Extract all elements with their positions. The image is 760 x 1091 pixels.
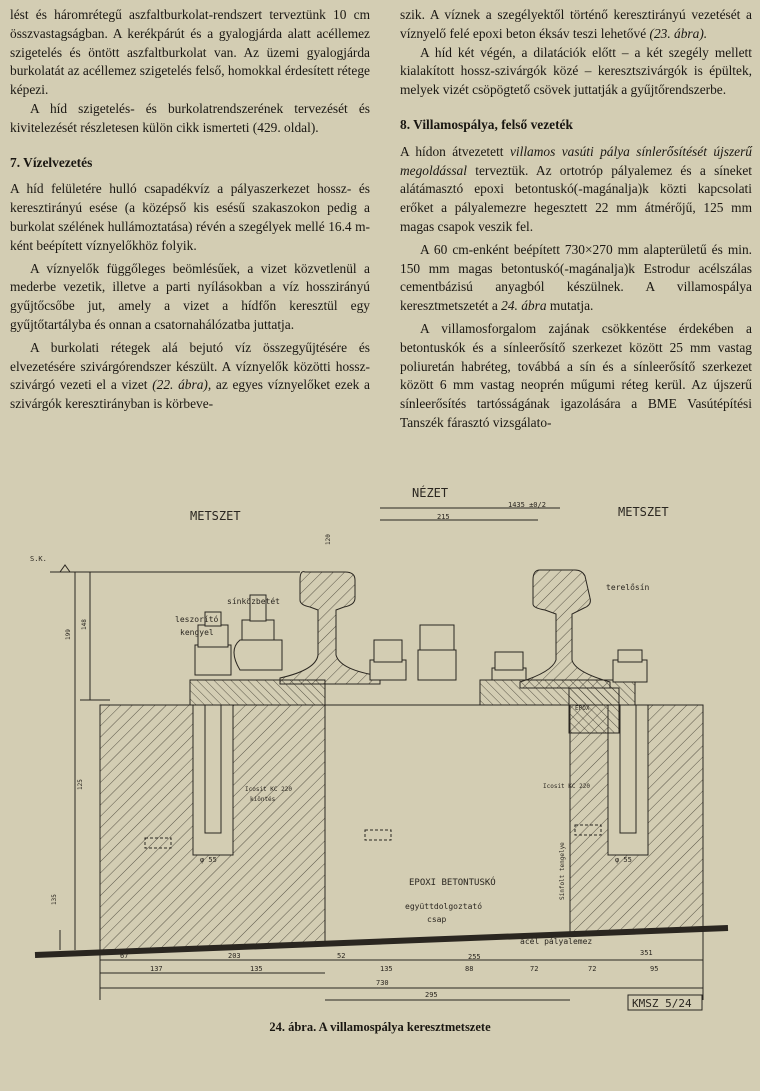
left-rail — [279, 571, 381, 685]
paragraph: A híd két végén, a dilatációk előtt – a … — [400, 44, 752, 98]
figure-reference: 24. ábra — [501, 298, 547, 314]
label-d55-left: φ 55 — [200, 856, 217, 864]
left-column: lést és háromrétegű aszfaltburkolat-rend… — [10, 6, 370, 414]
text: mutatja. — [546, 298, 594, 314]
dim-label: 199 — [65, 629, 72, 640]
bolt — [369, 639, 407, 681]
dim-label: 88 — [465, 965, 473, 973]
dim-label: 137 — [150, 965, 163, 973]
label-leszorito: leszorító — [175, 614, 219, 624]
dim-label: 135 — [380, 965, 393, 973]
text: A burkolati rétegek alá bejutó víz össze… — [10, 339, 370, 393]
dim-label: 125 — [77, 779, 84, 790]
bolt — [491, 651, 527, 681]
paragraph: szik. A víznek a szegélyektől történő ke… — [400, 6, 752, 44]
label-terelosin: terelősín — [606, 583, 650, 592]
label-csap2: csap — [427, 915, 446, 924]
label-epox: EPOX — [575, 705, 590, 712]
figure-reference: (22. ábra), — [152, 377, 212, 393]
dim-label: 148 — [81, 619, 88, 630]
label-icosit-right: Icosit KC 220 — [543, 783, 590, 790]
label-sinkozbetet: sínközbetét — [227, 596, 280, 606]
dim-label: 255 — [468, 953, 481, 961]
title-metszet-right: METSZET — [618, 505, 669, 519]
dimension-row-2: 137 135 135 88 72 72 95 — [150, 965, 658, 973]
dim-label: 120 — [325, 534, 332, 545]
title-metszet-left: METSZET — [190, 509, 241, 523]
label-kiontes: kiöntés — [250, 796, 276, 803]
bolt — [612, 649, 648, 683]
paragraph: A híd felületére hulló csapadékvíz a pál… — [10, 181, 370, 253]
label-acel-palyalemez: acél pályalemez — [520, 936, 592, 946]
label-gauge: 1435 ±0/2 — [508, 501, 546, 509]
label-icosit-left: Icosit KC 220 — [245, 786, 292, 793]
text: terveztük. Az ortotróp pályalemez és a s… — [400, 162, 752, 234]
dimension-row-1: 67 203 52 255 351 — [120, 949, 653, 961]
dim-label: 72 — [530, 965, 538, 973]
bolt — [233, 594, 283, 671]
right-column: szik. A víznek a szegélyektől történő ke… — [400, 6, 752, 433]
dim-label: 135 — [51, 894, 58, 905]
paragraph: A villamosforgalom zajának csökkentése é… — [400, 320, 752, 430]
dim-label: 95 — [650, 965, 658, 973]
text: A 60 cm-enként beépített 730×270 mm alap… — [400, 241, 752, 314]
dim-total: 730 — [376, 979, 389, 987]
figure-reference: (23. ábra). — [649, 25, 708, 41]
bolt — [194, 611, 232, 676]
title-nezet: NÉZET — [412, 485, 448, 500]
drawing-stamp: KMSZ 5/24 — [632, 997, 692, 1010]
right-rail — [519, 569, 611, 689]
dim-label: 67 — [120, 952, 128, 960]
paragraph: lést és háromrétegű aszfaltburkolat-rend… — [10, 7, 370, 98]
paragraph: A 60 cm-enként beépített 730×270 mm alap… — [400, 241, 752, 316]
drawing-stamp-box — [627, 994, 703, 1011]
dim-label: 351 — [640, 949, 653, 957]
paragraph: A víznyelők függőleges beömlésűek, a viz… — [10, 260, 370, 332]
emphasis: villamos vasúti pálya sínlerősítését újs… — [400, 143, 753, 178]
label-d55-right: φ 55 — [615, 856, 632, 864]
dim-label: 135 — [250, 965, 263, 973]
label-kengyel: kengyel — [180, 628, 214, 637]
dim-label: 203 — [228, 952, 241, 960]
dim-label: 72 — [588, 965, 596, 973]
label-epoxi-betontusko: EPOXI BETONTUSKÓ — [409, 876, 496, 888]
cross-section-drawing: METSZET NÉZET METSZET S.K. 1435 ±0/2 215… — [30, 485, 729, 1011]
text: az egyes víznyelőket ezek a szivárgók ke… — [10, 377, 370, 412]
figure-caption: 24. ábra. A villamospálya keresztmetszet… — [269, 1020, 491, 1034]
dim-295: 295 — [425, 991, 438, 999]
label-sk: S.K. — [30, 555, 47, 563]
paragraph: A burkolati rétegek alá bejutó víz össze… — [10, 339, 370, 414]
dim-label: 52 — [337, 952, 345, 960]
section-heading-8: 8. Villamospálya, felső vezeték — [400, 116, 573, 132]
paragraph: A híd szigetelés- és burkolatrendszeréne… — [10, 100, 370, 135]
text: A hídon átvezetett — [400, 143, 510, 159]
label-215: 215 — [437, 513, 450, 521]
label-sinfolt: Sínfolt tengelye — [559, 842, 566, 900]
section-heading-7: 7. Vízelvezetés — [10, 154, 93, 170]
label-csap: együttdolgoztató — [405, 901, 482, 911]
paragraph: A hídon átvezetett villamos vasúti pálya… — [400, 143, 752, 237]
vertical-dimensions: 199 148 125 135 120 — [51, 534, 332, 905]
text: szik. A víznek a szegélyektől történő ke… — [400, 7, 752, 41]
bolt — [417, 624, 457, 681]
